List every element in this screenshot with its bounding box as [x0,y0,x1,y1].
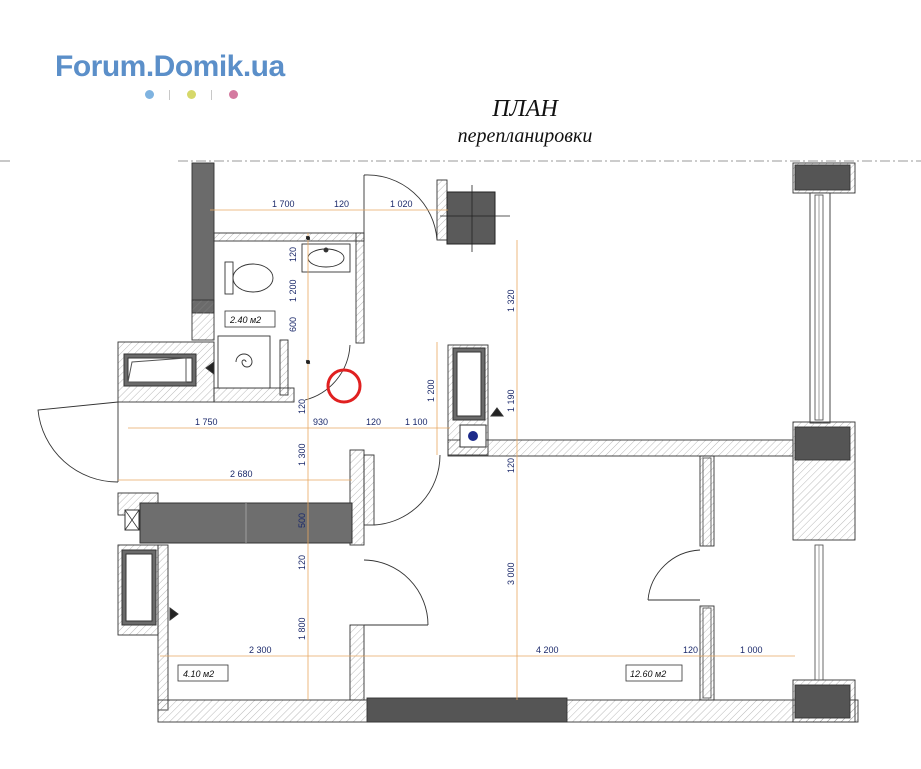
window-partition-upper [702,457,712,547]
dim-text-1100: 1 100 [405,417,428,427]
dim-text-930: 930 [313,417,328,427]
wall-left-upper [191,162,215,314]
marker-circle-icon [326,368,362,404]
doors [37,174,701,626]
door-kitchen [363,559,429,626]
windows-right [702,194,824,699]
wall-right-pier-solid [794,426,851,461]
dim-text-1000: 1 000 [740,645,763,655]
dim-text-120-mid: 120 [366,417,381,427]
walls [117,162,859,723]
dimension-lines [118,209,795,700]
wall-bath-lower [213,387,295,403]
area-box-bathroom [224,310,276,328]
wall-room-partition-2 [699,605,715,701]
area-label-bathroom: 2.40 м2 [229,315,261,325]
logo-divider [169,90,170,100]
logo-dots [145,88,245,102]
dim-text-v-120-d: 120 [506,458,516,473]
column-icon [446,191,496,245]
wall-room-partition-1 [699,455,715,547]
radiator-icon [123,353,215,387]
dim-text-v-500: 500 [297,513,307,528]
site-logo: Forum.Domik.ua [55,50,325,105]
dim-text-4200: 4 200 [536,645,559,655]
wall-bathroom-partition [279,339,289,396]
window-partition-lower [702,607,712,699]
logo-dot-blue [145,90,154,99]
dim-text-v-1200-b: 1 200 [426,379,436,402]
dim-text-v-120-a: 120 [288,247,298,262]
door-bathroom [363,174,438,241]
shower-icon [217,335,271,389]
logo-dot-yellow [187,90,196,99]
dim-text-v-1200-a: 1 200 [288,279,298,302]
radiator-icon [452,347,504,421]
logo-divider [211,90,212,100]
logo-dot-pink [229,90,238,99]
wall-partition-vertical-2 [349,624,365,701]
dim-text-120-top: 120 [334,199,349,209]
wall-bathroom-right [355,232,365,344]
dim-text-v-1320: 1 320 [506,289,516,312]
wall-right-upper-solid [794,164,851,191]
dim-text-v-120-b: 120 [297,399,307,414]
dimension-node [306,236,310,240]
wall-mid-horizontal [447,439,794,457]
wall-bottom-solid [366,697,568,723]
wall-right-facade [809,192,831,424]
logo-text: Forum.Domik.ua [55,50,285,83]
wall-left-upper-hatch [191,299,215,341]
dim-text-v-1800: 1 800 [297,617,307,640]
door-corridor [373,454,441,526]
dim-text-2680: 2 680 [230,469,253,479]
dim-text-1750: 1 750 [195,417,218,427]
title-line-2: перепланировки [457,125,593,147]
dimension-node [306,360,310,364]
dim-text-2300: 2 300 [249,645,272,655]
vent-icon [459,424,487,448]
area-box-kitchen [177,664,229,682]
plan-title: ПЛАН перепланировки [400,95,650,149]
wall-right-bottom-solid [794,684,851,719]
wall-bathroom-top [213,232,365,242]
dim-text-v-600: 600 [288,317,298,332]
dim-text-v-1190: 1 190 [506,389,516,412]
area-label-kitchen: 4.10 м2 [183,669,214,679]
dim-text-v-120-c: 120 [297,555,307,570]
dim-text-1020: 1 020 [390,199,413,209]
wall-kitchen-left-3 [157,544,169,711]
title-line-1: ПЛАН [492,96,558,122]
dim-text-120-bot: 120 [683,645,698,655]
dim-text-v-3000: 3 000 [506,562,516,585]
radiator-icon [121,549,179,626]
door-room [647,549,701,601]
dim-text-v-1300: 1 300 [297,443,307,466]
sink-icon [301,243,351,273]
door-entry [37,401,119,483]
toilet-icon [224,261,274,295]
area-label-room: 12.60 м2 [630,669,666,679]
area-box-room [625,664,683,682]
door-bathroom-inner [304,344,351,401]
dim-text-1700: 1 700 [272,199,295,209]
wall-partition-vertical-2b [363,454,375,526]
